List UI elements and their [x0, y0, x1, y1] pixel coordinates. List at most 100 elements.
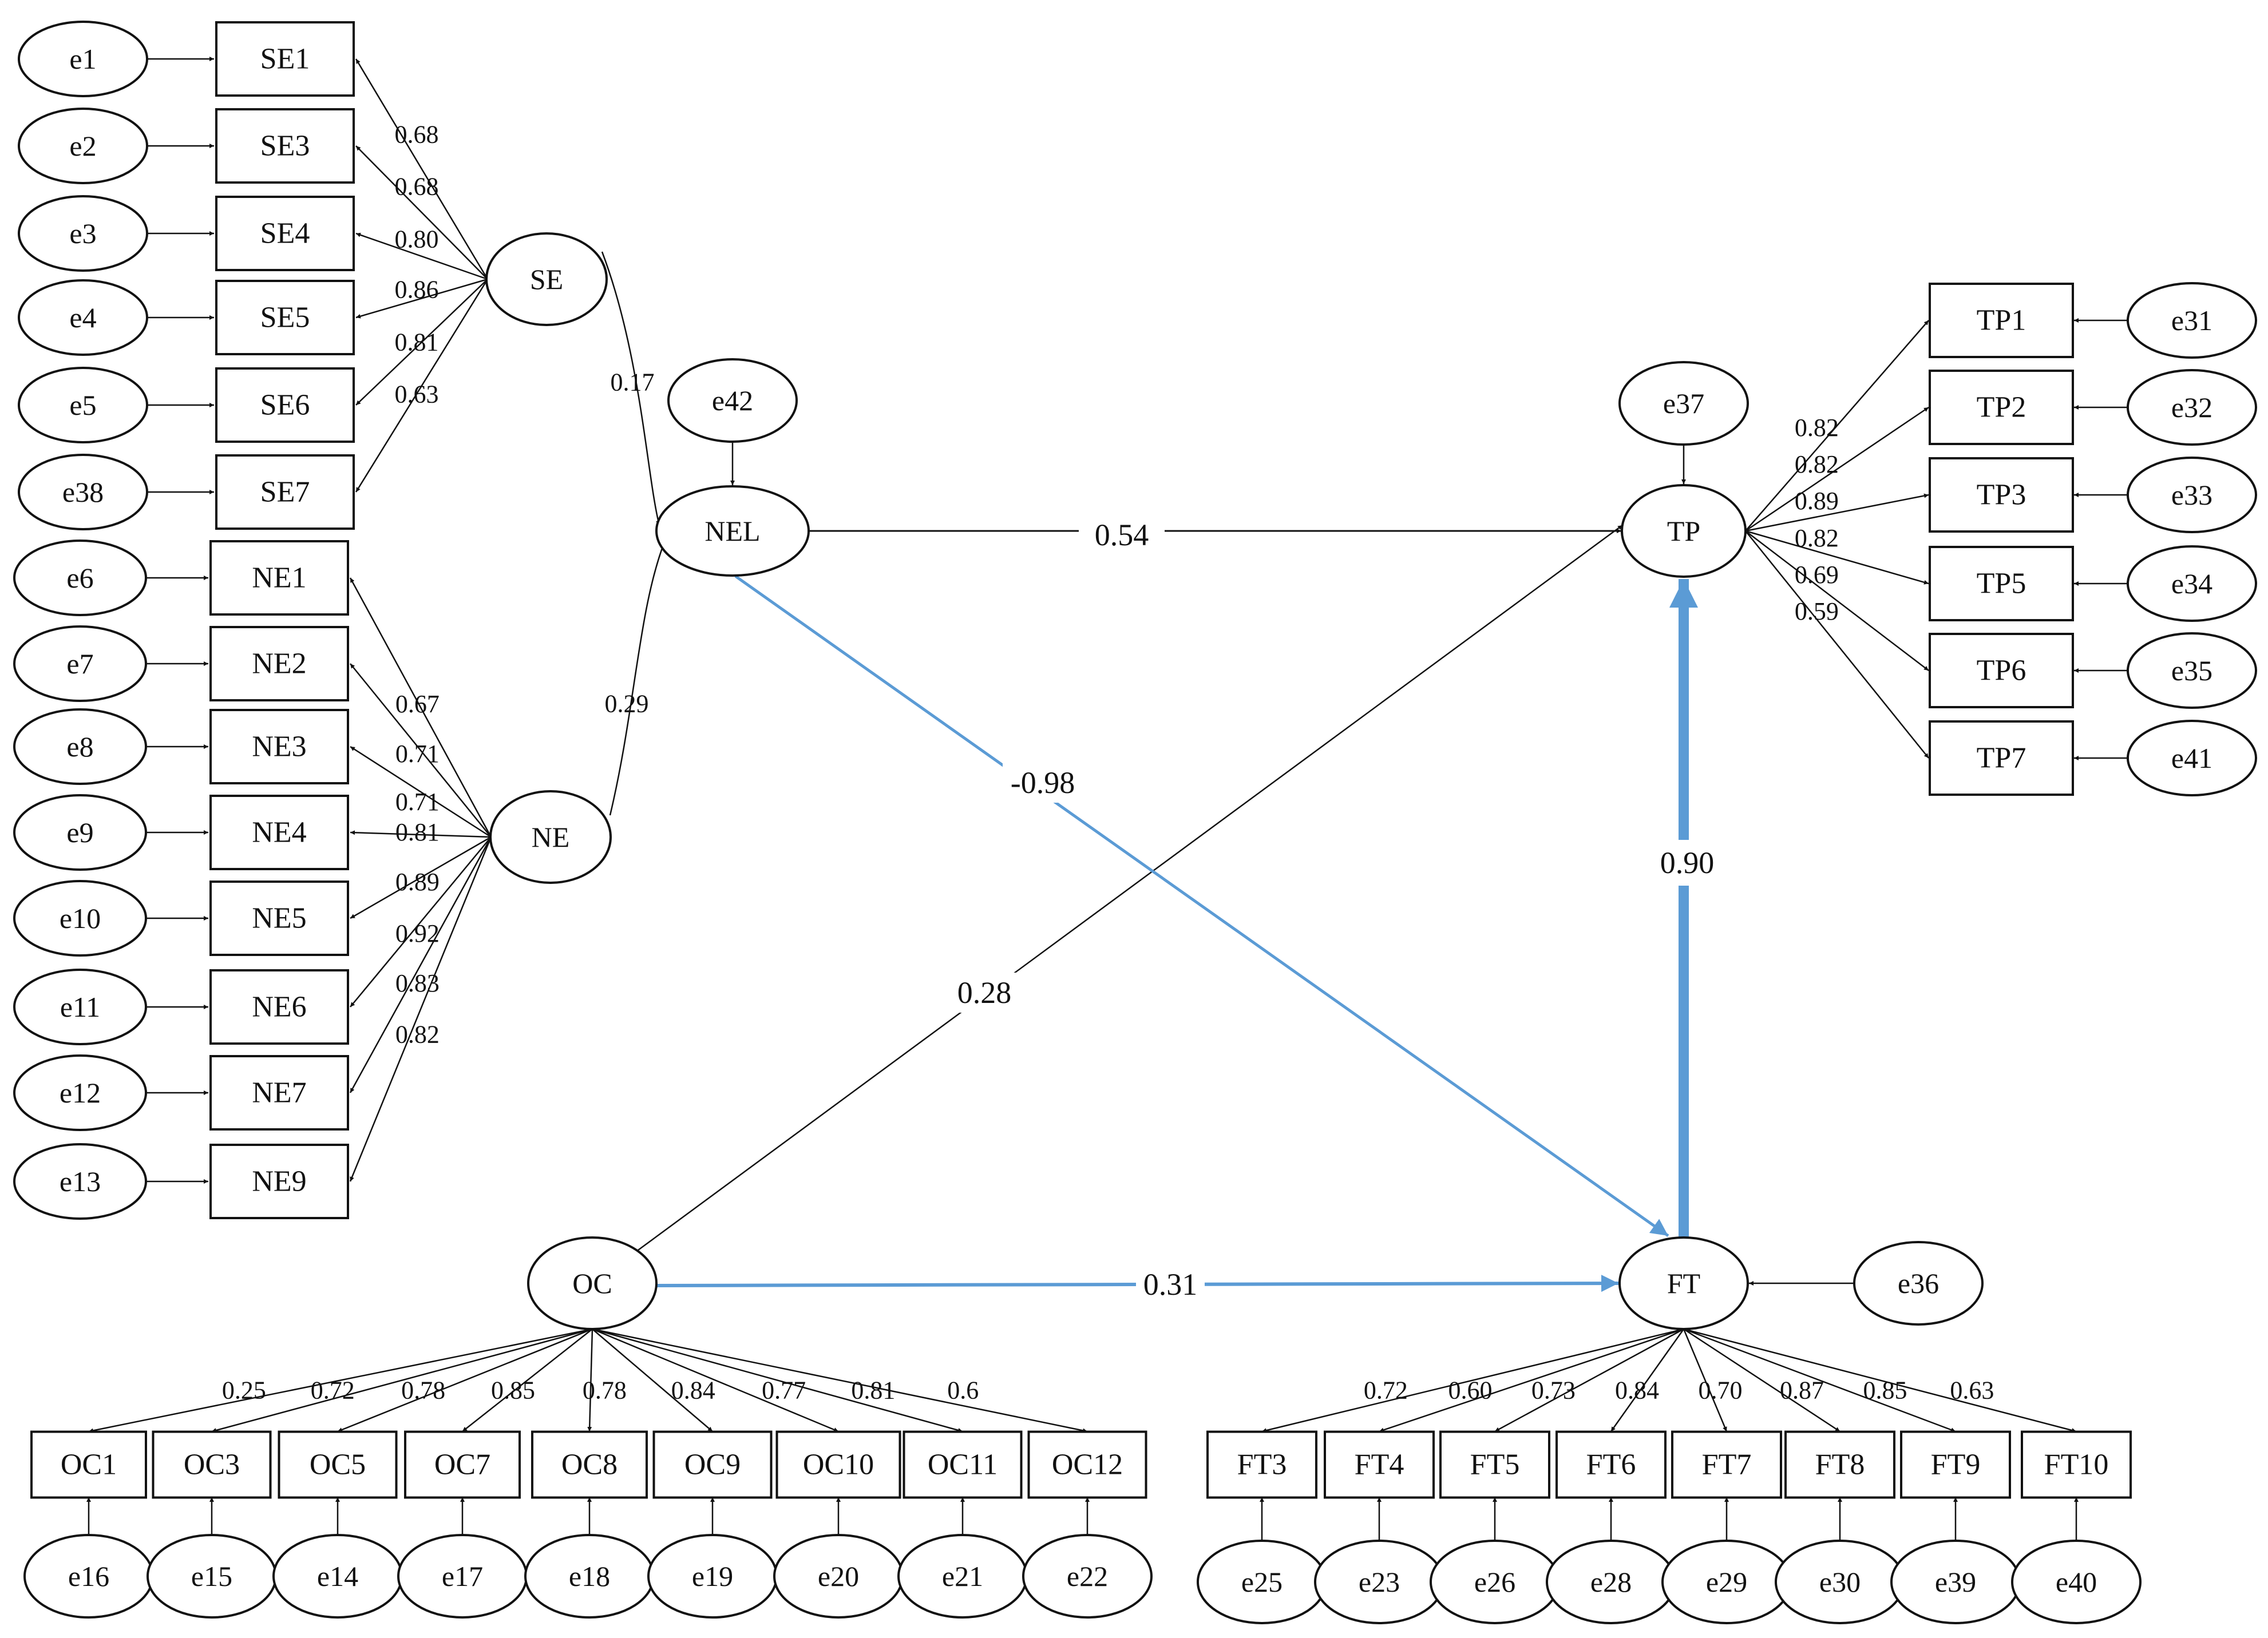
loading-tp-tp1: [1745, 320, 1929, 532]
loading-label-tp6: 0.69: [1795, 561, 1839, 589]
indicator-ne7-label: NE7: [252, 1077, 306, 1109]
error-e29-label: e29: [1706, 1566, 1747, 1598]
indicator-se3-box: [215, 108, 355, 184]
loading-tp-tp7: [1745, 530, 1929, 759]
loading-label-ft8: 0.87: [1780, 1376, 1824, 1404]
error-e28-label: e28: [1590, 1566, 1632, 1598]
loading-label-ft5: 0.73: [1531, 1376, 1576, 1404]
indicator-tp5-box: [1929, 546, 2074, 621]
latent-ft-label: FT: [1667, 1267, 1700, 1299]
indicator-oc7-label: OC7: [434, 1449, 490, 1481]
indicator-tp6-label: TP6: [1977, 655, 2026, 687]
indicator-se1-box: [215, 21, 355, 97]
loading-oc-oc8: [587, 1328, 593, 1432]
indicator-ft8-label: FT8: [1815, 1449, 1865, 1481]
indicator-ne1-box: [209, 540, 349, 616]
loading-label-se5: 0.86: [395, 276, 439, 304]
error-e12-label: e12: [60, 1077, 101, 1109]
error-e37-label: e37: [1663, 387, 1704, 419]
indicator-tp3-box: [1929, 457, 2074, 533]
error-e38-label: e38: [62, 476, 104, 508]
error-e18-label: e18: [569, 1560, 610, 1592]
error-e23-label: e23: [1359, 1566, 1400, 1598]
error-e8-label: e8: [66, 731, 93, 763]
error-e15-label: e15: [191, 1560, 232, 1592]
latent-nel-label: NEL: [704, 515, 760, 547]
loading-label-ft4: 0.60: [1448, 1376, 1492, 1404]
loading-ne-ne2: [350, 663, 492, 838]
indicator-oc12-label: OC12: [1052, 1449, 1123, 1481]
indicator-tp7-label: TP7: [1977, 742, 2026, 775]
loading-label-tp2: 0.82: [1795, 450, 1839, 478]
error-e13-label: e13: [60, 1165, 101, 1197]
loading-ft-ft4: [1379, 1328, 1684, 1433]
loading-label-ne9: 0.82: [395, 1021, 440, 1049]
coef-oc-tp-bg: [950, 973, 1019, 1013]
loading-ft-ft6: [1610, 1328, 1685, 1432]
indicator-se6-box: [215, 367, 355, 443]
loading-label-ne7: 0.83: [395, 969, 440, 997]
error-e38-ellipse: [18, 454, 148, 530]
loading-ne-ne1: [349, 577, 492, 838]
loading-se-se5: [355, 278, 488, 319]
error-e32-label: e32: [2171, 391, 2212, 423]
loading-se-se3: [355, 145, 488, 280]
indicator-ne1-label: NE1: [252, 562, 306, 594]
loading-se-se7: [355, 279, 489, 493]
indicator-oc9-box: [652, 1430, 773, 1499]
indicator-se1-label: SE1: [260, 43, 310, 76]
error-e34-label: e34: [2171, 568, 2212, 600]
loading-ne-ne9: [349, 836, 492, 1182]
indicator-se5-box: [215, 280, 355, 355]
error-e14-label: e14: [317, 1560, 358, 1592]
indicator-tp5-label: TP5: [1977, 568, 2026, 600]
path-se-nel: [601, 251, 660, 526]
loading-label-oc10: 0.77: [762, 1376, 806, 1404]
indicator-tp3-label: TP3: [1977, 479, 2026, 511]
error-e30-label: e30: [1819, 1566, 1861, 1598]
loading-tp-tp2: [1745, 406, 1929, 532]
latent-ne-label: NE: [532, 821, 570, 853]
error-e25-label: e25: [1241, 1566, 1283, 1598]
indicator-oc5-label: OC5: [310, 1449, 366, 1481]
latent-nel-ellipse: [655, 485, 810, 577]
indicator-ft5-label: FT5: [1470, 1449, 1520, 1481]
error-e37-ellipse: [1618, 361, 1749, 446]
error-e40-label: e40: [2056, 1566, 2097, 1598]
error-e42-ellipse: [667, 358, 798, 443]
latent-tp-ellipse: [1621, 484, 1747, 578]
coef-oc-tp: 0.28: [957, 975, 1012, 1010]
loading-label-ne3: 0.71: [395, 788, 440, 816]
loading-label-ne5: 0.89: [395, 868, 440, 896]
indicator-ne3-box: [209, 709, 349, 784]
loading-ft-ft9: [1683, 1328, 1956, 1433]
loading-tp-tp5: [1745, 530, 1929, 585]
indicator-oc8-box: [531, 1430, 648, 1499]
indicator-ne2-label: NE2: [252, 648, 306, 680]
latent-oc-ellipse: [527, 1236, 658, 1330]
error-e2-ellipse: [18, 108, 148, 184]
error-e21-label: e21: [942, 1560, 983, 1592]
indicator-ft3-box: [1206, 1430, 1317, 1499]
indicator-tp2-box: [1929, 370, 2074, 445]
loading-label-oc11: 0.81: [851, 1376, 895, 1404]
error-e9-ellipse: [13, 794, 147, 871]
loading-label-se6: 0.81: [395, 328, 439, 356]
indicator-oc9-label: OC9: [684, 1449, 741, 1481]
loading-label-tp5: 0.82: [1795, 524, 1839, 552]
error-e2-label: e2: [69, 130, 96, 162]
loading-label-ft7: 0.70: [1699, 1376, 1743, 1404]
error-e41-label: e41: [2171, 742, 2212, 774]
loading-label-oc9: 0.84: [671, 1376, 715, 1404]
indicator-se3-label: SE3: [260, 130, 310, 162]
latent-ne-ellipse: [489, 790, 612, 884]
connector-layer: [86, 57, 2128, 1541]
error-e10-label: e10: [60, 902, 101, 934]
loading-label-ne4: 0.81: [395, 818, 440, 846]
indicator-ft7-box: [1671, 1430, 1782, 1499]
indicator-oc3-label: OC3: [184, 1449, 240, 1481]
indicator-se7-label: SE7: [260, 476, 310, 509]
error-e35-label: e35: [2171, 655, 2212, 687]
indicator-tp1-box: [1929, 283, 2074, 358]
indicator-oc5-box: [278, 1430, 398, 1499]
